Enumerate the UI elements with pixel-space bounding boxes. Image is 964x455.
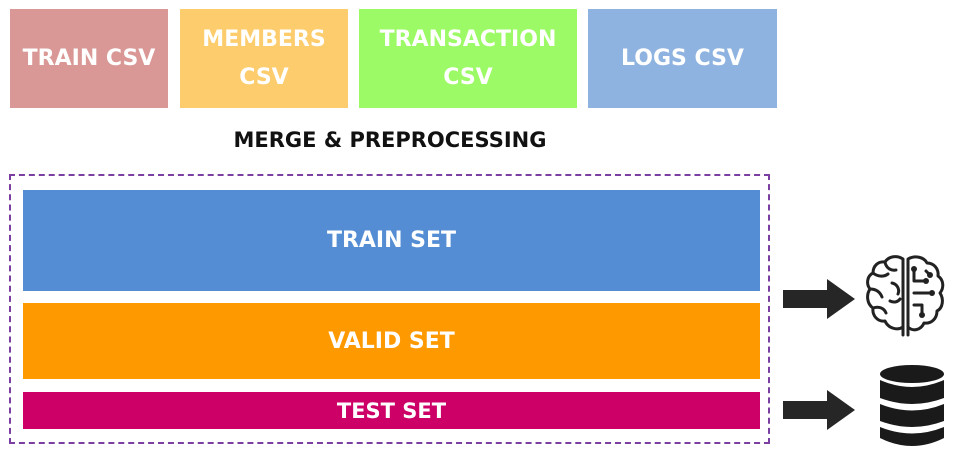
train-set-label: TRAIN SET <box>326 228 457 253</box>
train-csv-label: TRAIN CSV <box>22 45 156 71</box>
arrow-to-database-icon <box>783 390 855 430</box>
test-set-label: TEST SET <box>336 398 447 423</box>
transaction-csv-label-line2: CSV <box>443 64 493 90</box>
logs-csv-label: LOGS CSV <box>621 45 744 71</box>
transaction-csv-box: TRANSACTION CSV <box>359 9 577 108</box>
train-csv-box: TRAIN CSV <box>10 9 168 108</box>
brain-ai-icon <box>866 255 945 337</box>
arrow-to-model-icon <box>783 279 855 319</box>
logs-csv-box: LOGS CSV <box>588 9 777 108</box>
members-csv-label-line1: MEMBERS <box>202 26 326 52</box>
train-set-bar: TRAIN SET <box>23 190 760 291</box>
transaction-csv-label-line1: TRANSACTION <box>379 26 557 52</box>
test-set-bar: TEST SET <box>23 392 760 429</box>
members-csv-box: MEMBERS CSV <box>180 9 348 108</box>
dataset-split-frame <box>9 174 770 444</box>
valid-set-label: VALID SET <box>328 328 455 354</box>
database-icon <box>880 365 944 446</box>
merge-preprocessing-title: MERGE & PREPROCESSING <box>233 128 547 152</box>
members-csv-label-line2: CSV <box>239 64 289 90</box>
valid-set-bar: VALID SET <box>23 303 760 379</box>
